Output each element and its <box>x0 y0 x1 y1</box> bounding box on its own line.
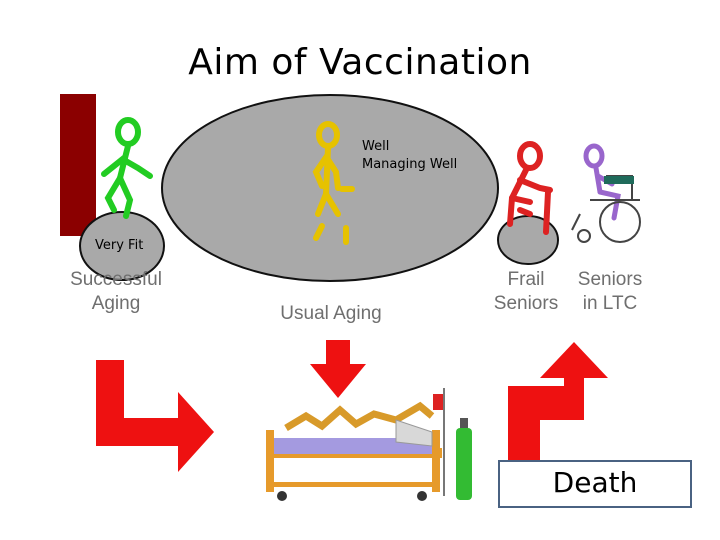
usual-aging-figure <box>312 121 355 245</box>
death-label: Death <box>552 466 638 499</box>
up-arrow <box>508 342 608 462</box>
ltc-figure <box>571 143 641 243</box>
page-title: Aim of Vaccination <box>188 42 532 83</box>
death-box <box>498 460 692 508</box>
hospital-bed-scene <box>266 388 472 501</box>
frail-seniors-label: Frail Seniors <box>486 268 566 316</box>
frail-line2: Seniors <box>493 293 559 314</box>
well-label: Well <box>362 139 390 154</box>
usual-aging-ellipse <box>161 94 499 282</box>
successful-aging-label: Successful Aging <box>60 268 172 316</box>
very-fit-label: Very Fit <box>95 238 144 253</box>
managing-well-label: Managing Well <box>362 157 458 172</box>
ltc-line2: in LTC <box>582 293 638 314</box>
down-arrow <box>310 340 366 398</box>
usual-aging-label: Usual Aging <box>280 303 382 324</box>
successful-aging-line1: Successful <box>70 269 162 290</box>
dark-red-bar <box>60 94 96 236</box>
very-fit-circle <box>79 211 165 281</box>
very-fit-figure <box>101 117 153 219</box>
seniors-in-ltc-label: Seniors in LTC <box>572 268 648 316</box>
left-arrow <box>96 360 214 472</box>
successful-aging-line2: Aging <box>91 293 141 314</box>
frail-line1: Frail <box>507 269 545 290</box>
ltc-line1: Seniors <box>577 269 643 290</box>
frail-figure <box>507 141 553 235</box>
